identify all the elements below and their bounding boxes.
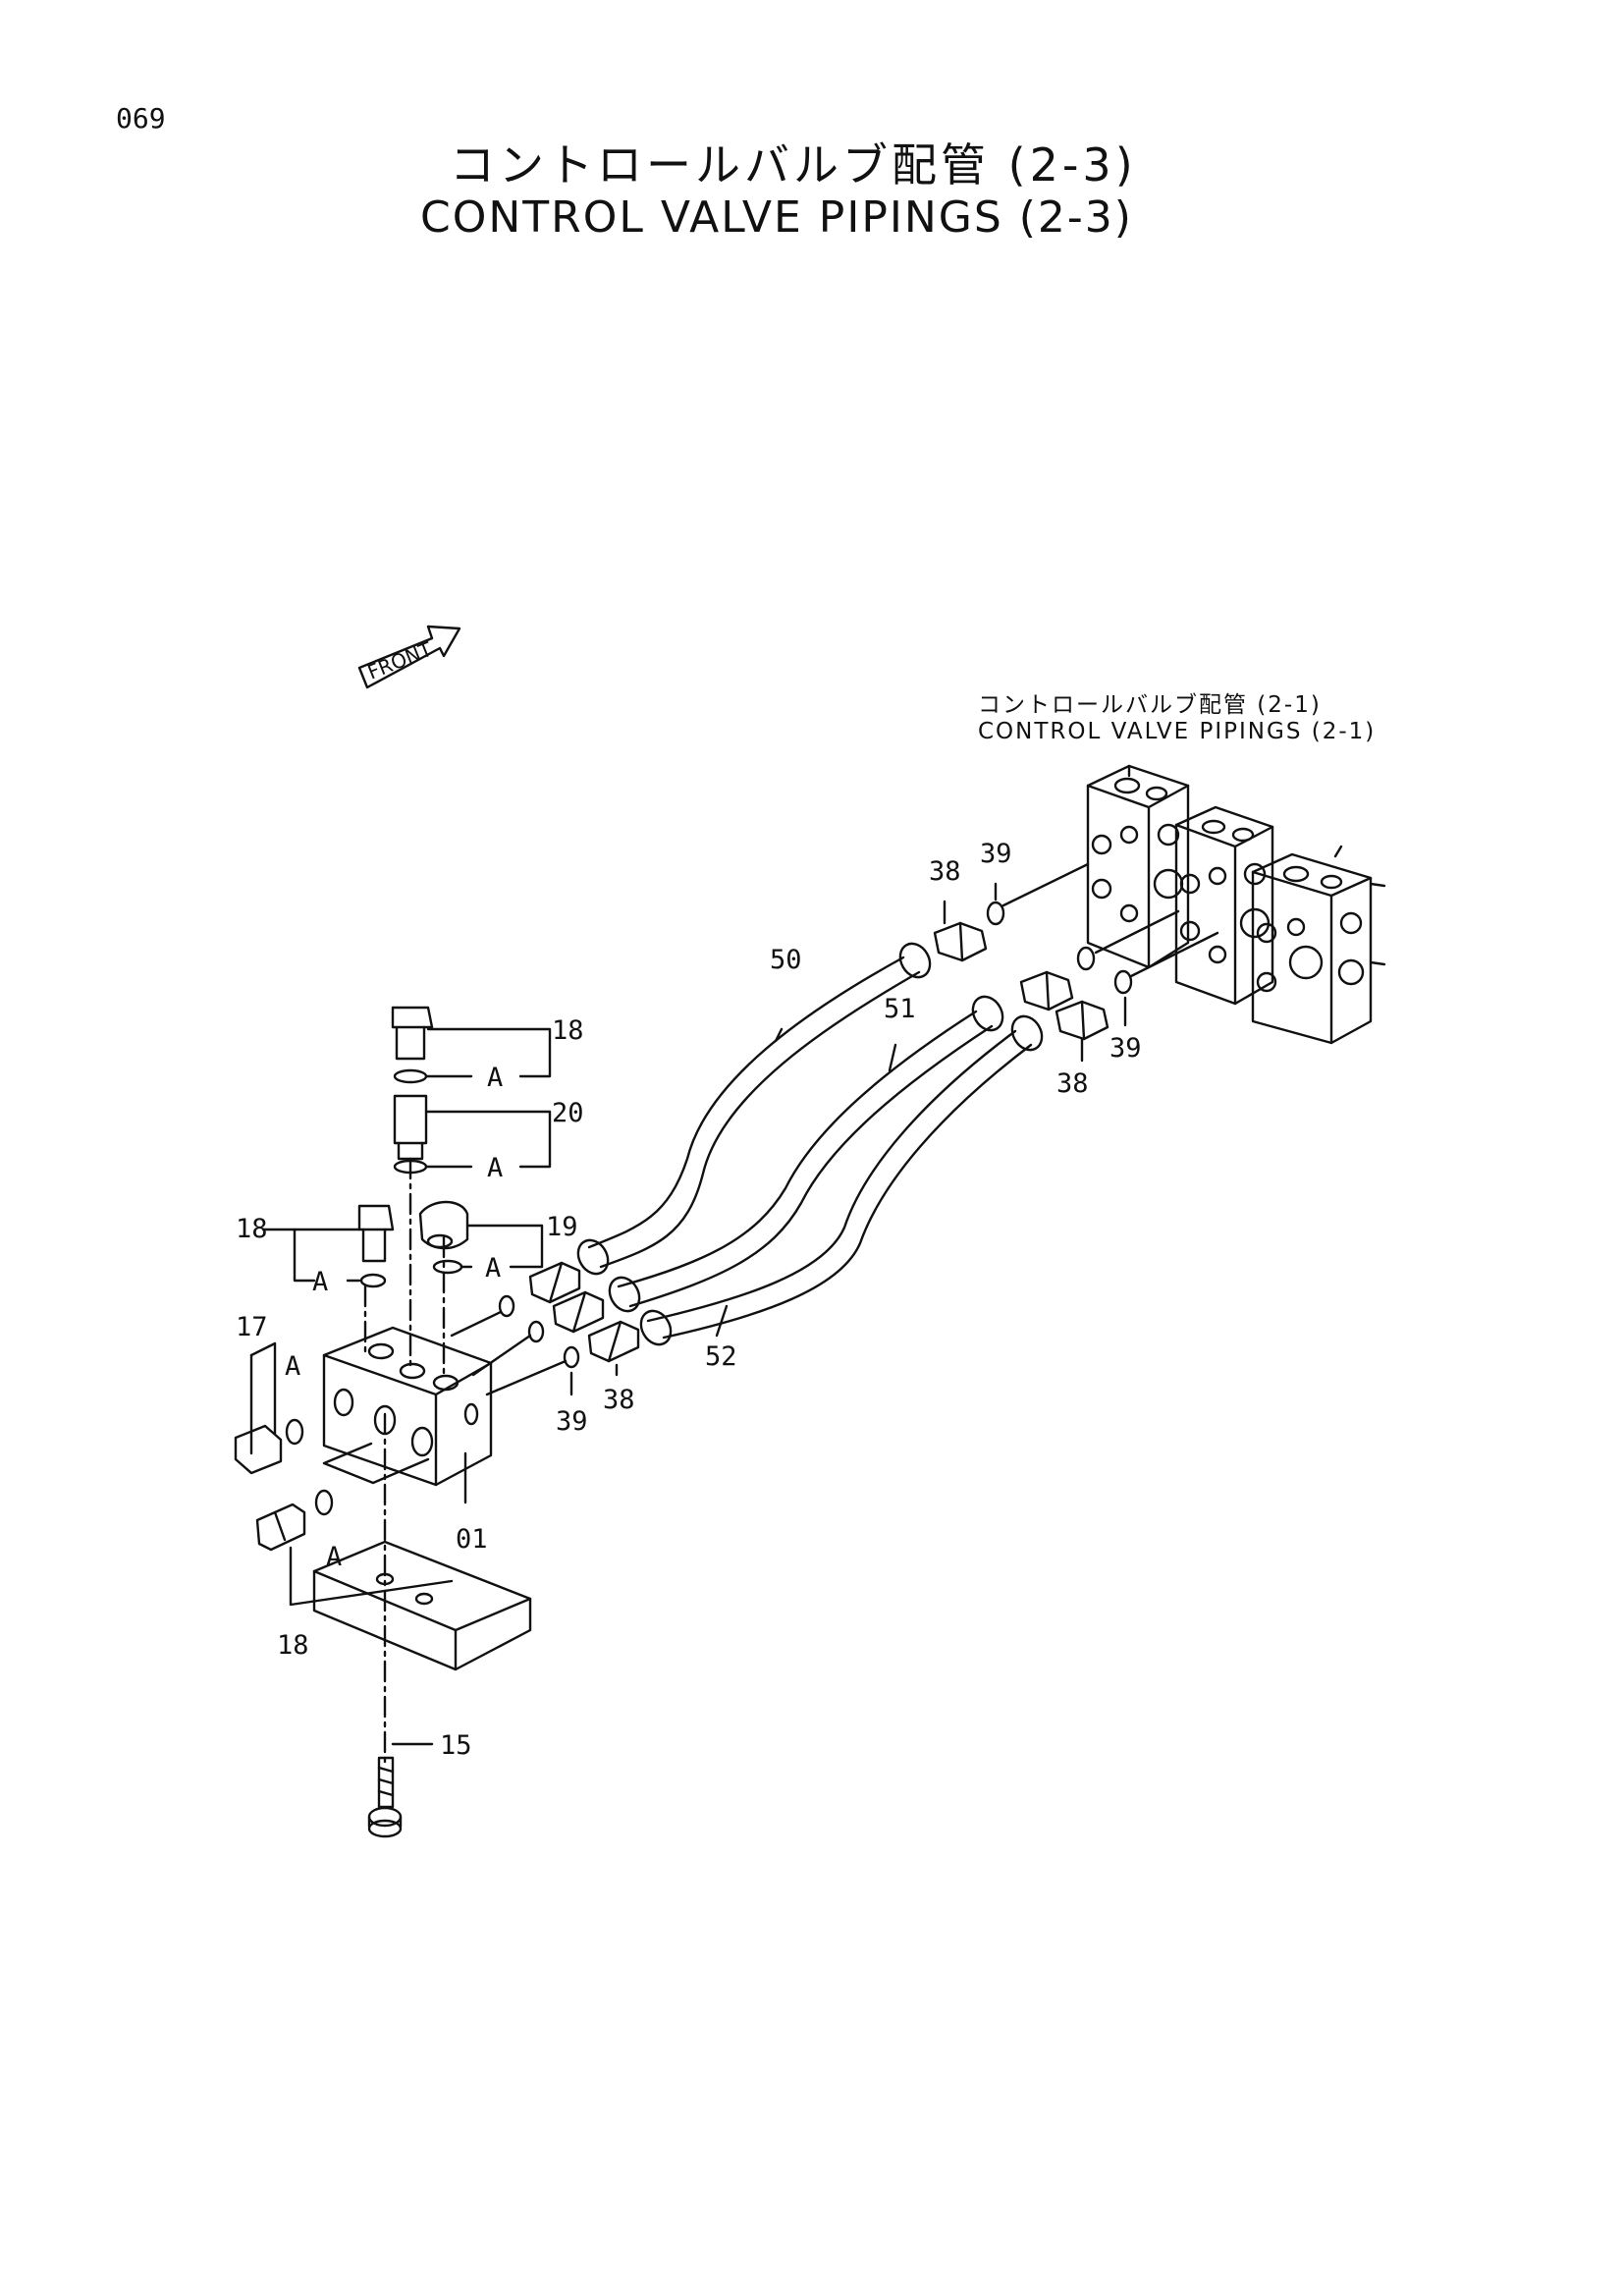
callout-19: 19 [546,1212,578,1242]
lower-fittings [450,1261,640,1396]
top-fittings [357,1006,469,1288]
upper-fittings [933,862,1219,1041]
hoses [576,942,1044,1346]
callout-20: 20 [552,1098,584,1128]
callout-17: 17 [236,1312,268,1342]
callout-38-top: 38 [929,856,961,887]
base-plate [312,1540,532,1671]
callout-50: 50 [770,945,802,975]
front-arrow-icon [357,625,461,689]
side-fittings [234,1418,334,1552]
callout-a-3: A [485,1253,501,1284]
front-label: FRONT [364,636,436,683]
callout-18-left: 18 [236,1214,268,1244]
callout-18-bottom: 18 [277,1630,309,1661]
callout-38-right: 38 [1056,1068,1089,1099]
callout-a-4: A [312,1267,328,1297]
callout-38-lower: 38 [603,1385,635,1415]
reference-title-english: CONTROL VALVE PIPINGS (2-1) [978,719,1377,744]
callout-15: 15 [440,1730,472,1761]
leader-lines [249,882,1127,1746]
callout-a-1: A [487,1063,503,1093]
title-english: CONTROL VALVE PIPINGS (2-3) [420,192,1133,243]
callout-a-2: A [487,1153,503,1183]
callout-52: 52 [705,1341,737,1372]
callout-39-top: 39 [980,839,1012,869]
reference-title-japanese: コントロールバルブ配管 (2-1) [978,692,1322,718]
title-japanese: コントロールバルブ配管 (2-3) [450,138,1137,191]
page-number: 069 [116,102,166,135]
callout-39-lower: 39 [556,1406,588,1437]
callout-a-6: A [326,1542,342,1572]
bolt [367,1756,403,1838]
callout-01: 01 [456,1524,488,1555]
control-valve-bank [1086,764,1386,1045]
callout-a-5: A [285,1351,300,1382]
callout-39-right: 39 [1109,1033,1142,1064]
callout-18-top: 18 [552,1015,584,1046]
manifold-block [322,1326,493,1487]
callout-51: 51 [884,994,916,1024]
